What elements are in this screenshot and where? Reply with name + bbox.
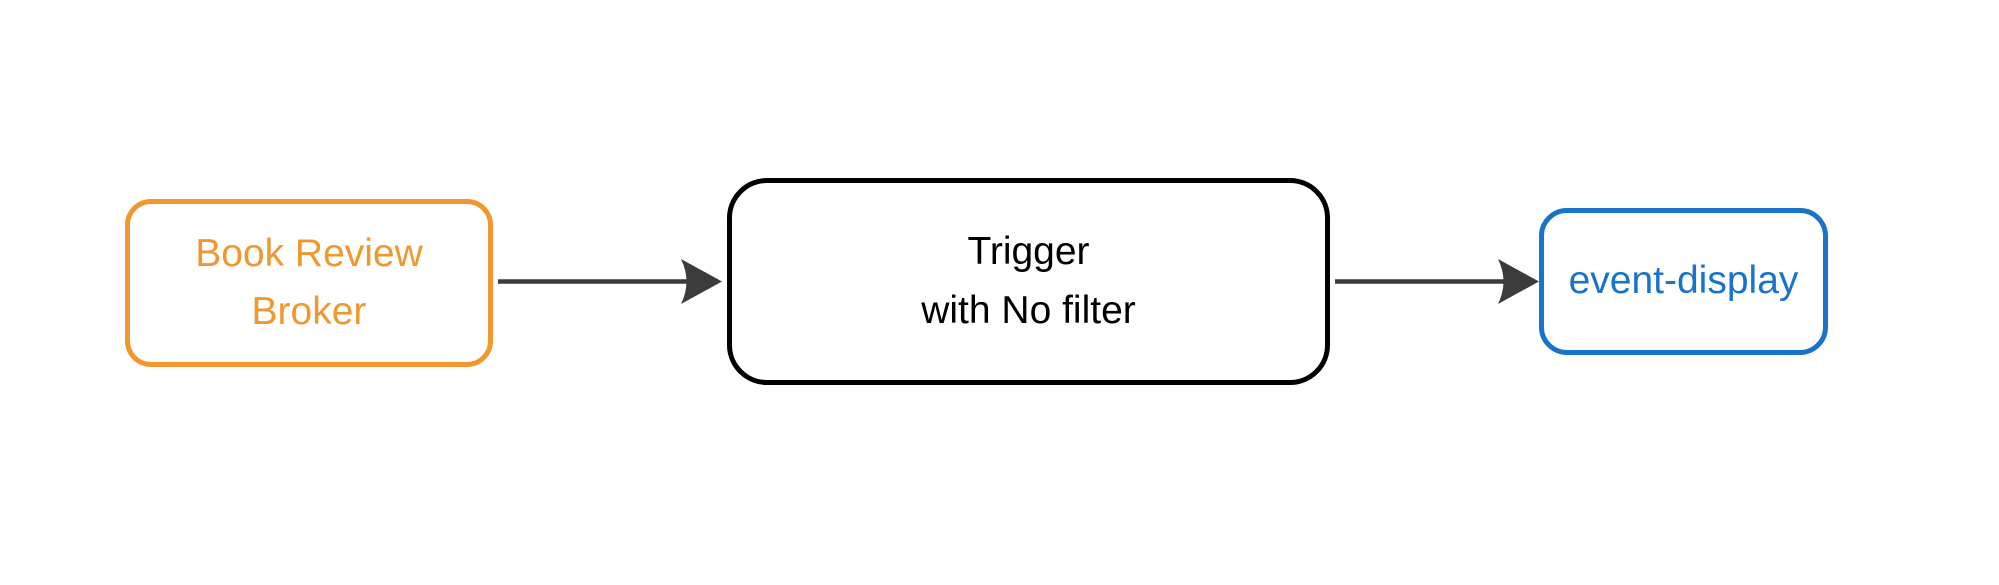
arrow-trigger-to-event-display bbox=[1335, 259, 1539, 304]
arrowhead-icon bbox=[1498, 259, 1539, 304]
node-book-review-broker: Book Review Broker bbox=[125, 199, 493, 367]
node-trigger-label: Trigger with No filter bbox=[921, 230, 1136, 332]
node-trigger-with-no-filter: Trigger with No filter bbox=[727, 178, 1330, 385]
node-event-display-label: event-display bbox=[1568, 259, 1799, 303]
arrowhead-icon bbox=[681, 259, 722, 304]
arrow-broker-to-trigger bbox=[498, 259, 722, 304]
node-event-display: event-display bbox=[1539, 208, 1828, 355]
node-book-review-broker-label: Book Review Broker bbox=[195, 231, 423, 334]
